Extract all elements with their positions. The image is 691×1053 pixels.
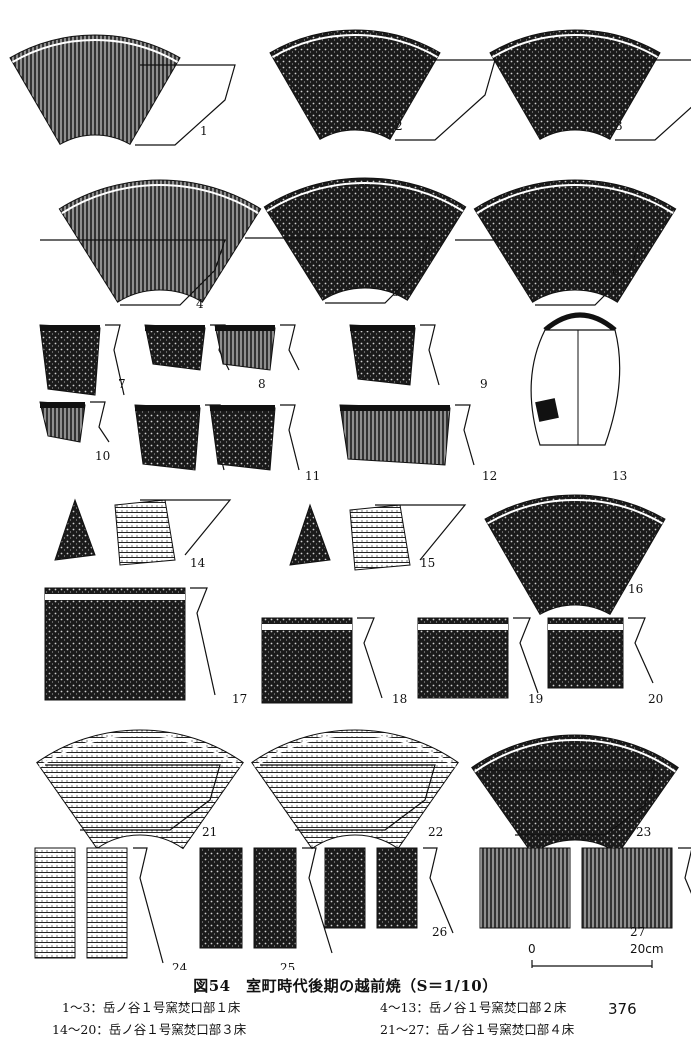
specimen-15: 15: [289, 503, 467, 571]
specimen-label-10: 10: [95, 449, 110, 463]
specimen-label-26: 26: [432, 925, 447, 939]
specimen-6: 6: [455, 179, 677, 306]
specimen-7: 7: [39, 324, 126, 396]
specimen-18: 18: [261, 617, 407, 706]
legend-line-2: 4～13：岳ノ谷１号窯焚口部２床: [380, 1000, 567, 1015]
specimen-label-3: 3: [615, 119, 623, 133]
specimen-label-15: 15: [420, 556, 435, 570]
specimen-label-8: 8: [258, 377, 266, 391]
specimen-label-27: 27: [630, 925, 645, 939]
scale-bar: [531, 960, 653, 968]
specimen-label-7: 7: [118, 377, 126, 391]
specimen-2: 2: [269, 29, 496, 141]
scale-max-label: 20cm: [630, 942, 664, 956]
specimen-17: 17: [44, 587, 247, 706]
figure-title: 図54 室町時代後期の越前焼（S＝1/10）: [193, 977, 498, 995]
specimen-26: 26: [324, 847, 454, 939]
specimen-8: 8: [144, 324, 266, 391]
specimen-3: 3: [489, 29, 691, 141]
specimen-label-20: 20: [648, 692, 663, 706]
specimen-4: 4: [40, 179, 262, 311]
specimen-label-5: 5: [392, 285, 400, 299]
specimen-1: 1: [9, 34, 236, 146]
specimen-label-13: 13: [612, 469, 627, 483]
specimen-label-25: 25: [280, 961, 295, 970]
specimen-label-1: 1: [200, 124, 208, 138]
specimen-label-24: 24: [172, 961, 188, 970]
specimen-10: 10: [39, 401, 110, 463]
specimen-13: 13: [530, 312, 627, 483]
scale-zero-label: 0: [528, 942, 536, 956]
specimen-19: 19: [417, 617, 543, 706]
specimen-label-17: 17: [232, 692, 247, 706]
specimen-label-14: 14: [190, 556, 206, 570]
specimen-label-2: 2: [395, 119, 403, 133]
legend-line-3: 14～20：岳ノ谷１号窯焚口部３床: [52, 1022, 247, 1037]
specimen-23: 23: [471, 734, 679, 855]
specimen-14: 14: [54, 498, 232, 570]
specimen-8: [214, 324, 300, 371]
specimen-11: 11: [134, 404, 320, 483]
specimen-label-12: 12: [482, 469, 497, 483]
specimen-12: 12: [339, 404, 497, 483]
specimen-label-23: 23: [636, 825, 651, 839]
specimen-11: [209, 404, 300, 471]
specimen-label-16: 16: [628, 582, 643, 596]
specimen-label-22: 22: [428, 825, 443, 839]
specimen-22: 22: [251, 729, 459, 850]
specimen-21: 21: [36, 729, 244, 850]
specimen-5: 5: [245, 177, 467, 304]
legend-line-4: 21～27：岳ノ谷１号窯焚口部４床: [380, 1022, 575, 1037]
specimen-27: 27: [479, 847, 691, 939]
specimen-label-6: 6: [612, 264, 620, 278]
specimen-label-21: 21: [202, 825, 217, 839]
specimen-label-4: 4: [196, 297, 204, 311]
specimen-16: 16: [484, 494, 666, 616]
legend-line-1: 1～3：岳ノ谷１号窯焚口部１床: [62, 1000, 241, 1015]
specimen-24: 24: [34, 847, 188, 970]
specimen-label-19: 19: [528, 692, 543, 706]
specimen-label-9: 9: [480, 377, 488, 391]
specimen-label-18: 18: [392, 692, 407, 706]
specimen-20: 20: [547, 617, 663, 706]
page-number: 376: [608, 1000, 637, 1018]
specimen-9: 9: [349, 324, 488, 391]
specimen-label-11: 11: [305, 469, 320, 483]
specimen-25: 25: [199, 847, 333, 970]
